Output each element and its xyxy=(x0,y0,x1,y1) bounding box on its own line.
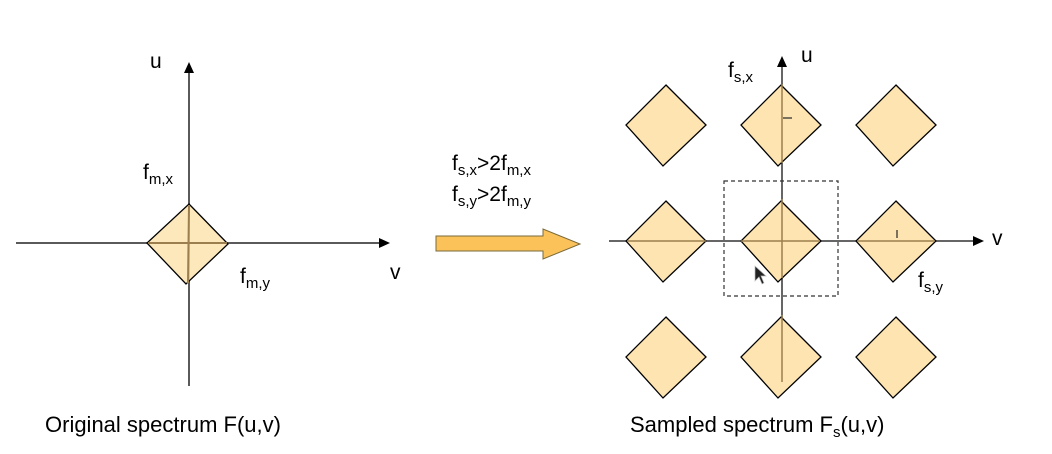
right-panel xyxy=(609,56,984,399)
fmy-base: f xyxy=(240,265,246,288)
fmy-sub: m,y xyxy=(245,275,271,292)
right-arrow-icon xyxy=(435,228,582,260)
spectrum-replica-diamond xyxy=(740,84,822,167)
spectrum-replica-diamond xyxy=(740,316,822,399)
left-u-axis-arrowhead xyxy=(184,62,194,73)
left-u-axis-label: u xyxy=(150,50,162,73)
right-v-axis-label: v xyxy=(992,227,1003,250)
sampling-conditions: fs,x>2fm,x fs,y>2fm,y xyxy=(452,152,531,214)
spectrum-replica-diamond xyxy=(855,316,937,399)
right-u-axis-arrowhead xyxy=(777,56,787,67)
spectrum-replica-diamond xyxy=(855,84,937,167)
left-v-axis-arrowhead xyxy=(379,238,390,248)
right-u-axis-label: u xyxy=(801,44,813,67)
fmx-base: f xyxy=(143,161,149,184)
fmx-sub: m,x xyxy=(148,171,174,188)
fmx-label: fm,x xyxy=(143,162,173,187)
mouse-pointer-icon xyxy=(754,265,767,285)
sampled-spectrum-caption: Sampled spectrum Fs(u,v) xyxy=(630,412,885,441)
right-v-axis-arrowhead xyxy=(973,236,984,246)
condition-x: fs,x>2fm,x xyxy=(452,152,531,179)
left-v-axis-label: v xyxy=(390,261,401,284)
fsx-label: fs,x xyxy=(728,59,754,86)
spectrum-replica-diamond xyxy=(625,84,707,167)
original-spectrum-caption: Original spectrum F(u,v) xyxy=(45,412,281,437)
left-panel xyxy=(16,62,390,386)
baseband-dashed-box xyxy=(723,180,839,297)
fsy-label: fs,y xyxy=(918,269,944,296)
condition-y: fs,y>2fm,y xyxy=(452,183,531,210)
spectrum-replica-diamond xyxy=(625,316,707,399)
fmy-label: fm,y xyxy=(240,266,270,291)
